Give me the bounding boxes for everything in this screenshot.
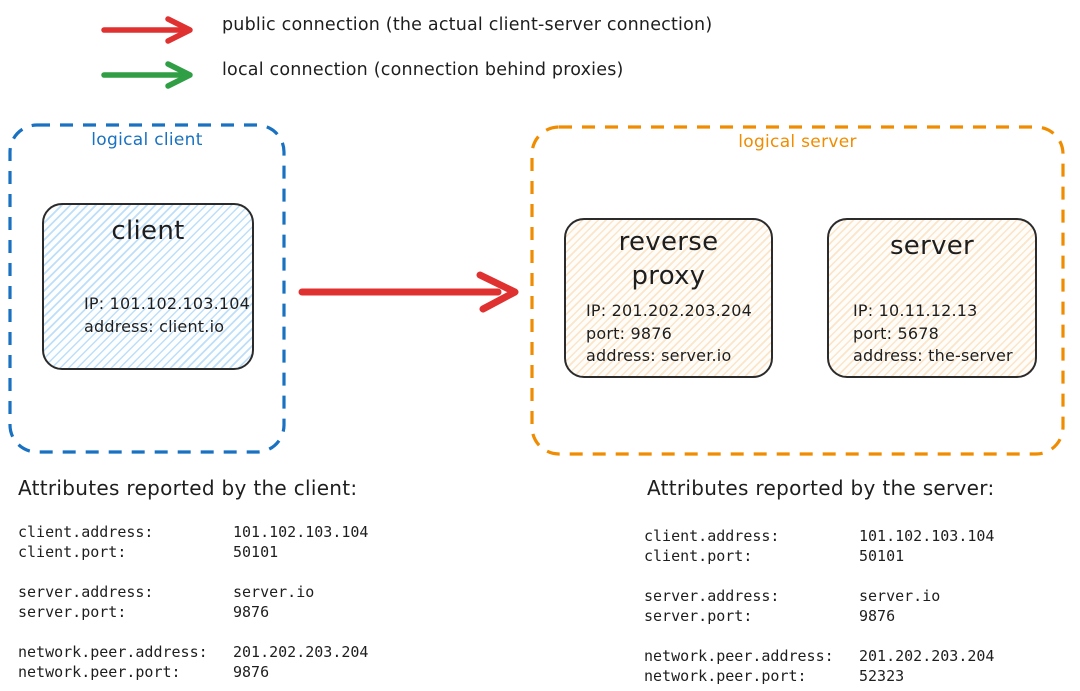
attribute-value: 52323 xyxy=(859,666,905,685)
legend-label-local-connection: local connection (connection behind prox… xyxy=(222,60,624,80)
server-attributes-title: Attributes reported by the server: xyxy=(647,476,995,500)
node-detail-line: address: server.io xyxy=(586,346,732,365)
node-detail-line: address: the-server xyxy=(853,346,1013,365)
attribute-value: 201.202.203.204 xyxy=(859,647,995,665)
attribute-group: server.address: server.io server.port: 9… xyxy=(18,583,368,622)
attribute-key: network.peer.port: xyxy=(644,666,807,685)
attribute-row: network.peer.address: 201.202.203.204 xyxy=(644,647,994,667)
attribute-row: client.port: 50101 xyxy=(18,543,368,563)
attribute-key: server.port: xyxy=(644,606,753,625)
attribute-value: 9876 xyxy=(233,602,270,621)
attribute-key: client.address: xyxy=(644,527,780,545)
attribute-group: server.address: server.io server.port: 9… xyxy=(644,587,994,626)
attribute-value: 201.202.203.204 xyxy=(233,643,369,661)
attribute-value: 9876 xyxy=(233,662,270,681)
node-detail-line: IP: 101.102.103.104 xyxy=(84,294,251,313)
attribute-value: server.io xyxy=(859,587,941,605)
client-node-details: IP: 101.102.103.104 address: client.io xyxy=(84,293,250,338)
node-detail-line: port: 9876 xyxy=(586,323,672,343)
reverse-proxy-node-title: reverse proxy xyxy=(618,227,719,291)
node-detail-line: IP: 201.202.203.204 xyxy=(586,301,753,320)
attribute-value: 50101 xyxy=(859,546,905,565)
node-detail-line: address: client.io xyxy=(84,316,225,336)
attribute-key: client.address: xyxy=(18,523,154,541)
client-node: client IP: 101.102.103.104 address: clie… xyxy=(42,203,254,370)
attribute-value: 101.102.103.104 xyxy=(233,523,369,541)
client-to-server-arrow xyxy=(298,271,519,313)
attribute-row: server.address: server.io xyxy=(18,583,368,603)
server-node-details: IP: 10.11.12.13 port: 5678 address: the-… xyxy=(853,300,1013,368)
attribute-row: network.peer.port: 52323 xyxy=(644,667,994,687)
client-node-title: client xyxy=(111,216,185,246)
reverse-proxy-node-details: IP: 201.202.203.204 port: 9876 address: … xyxy=(586,300,752,368)
attribute-key: client.port: xyxy=(644,546,753,565)
attribute-key: server.port: xyxy=(18,602,127,621)
attribute-group: client.address: 101.102.103.104 client.p… xyxy=(644,527,994,566)
logical-server-border xyxy=(530,125,1065,456)
legend-label-public-connection: public connection (the actual client-ser… xyxy=(222,15,713,35)
logical-client-group: logical client client IP: 101.102.103.10… xyxy=(8,123,286,454)
attribute-row: client.address: 101.102.103.104 xyxy=(18,523,368,543)
attribute-row: network.peer.address: 201.202.203.204 xyxy=(18,643,368,663)
attribute-row: server.address: server.io xyxy=(644,587,994,607)
client-attributes-title: Attributes reported by the client: xyxy=(18,476,358,500)
attribute-value: server.io xyxy=(233,583,315,601)
logical-server-label: logical server xyxy=(738,132,857,152)
server-node: server IP: 10.11.12.13 port: 5678 addres… xyxy=(827,218,1037,378)
logical-client-label: logical client xyxy=(91,130,203,150)
attribute-value: 101.102.103.104 xyxy=(859,527,995,545)
attribute-group: network.peer.address: 201.202.203.204 ne… xyxy=(644,647,994,686)
attribute-key: server.address: xyxy=(644,587,780,605)
attribute-key: client.port: xyxy=(18,542,127,561)
reverse-proxy-node: reverse proxy IP: 201.202.203.204 port: … xyxy=(564,218,773,378)
node-detail-line: IP: 10.11.12.13 xyxy=(853,301,978,320)
logical-client-border xyxy=(8,123,286,454)
attribute-row: server.port: 9876 xyxy=(644,607,994,627)
attribute-group: network.peer.address: 201.202.203.204 ne… xyxy=(18,643,368,682)
attribute-value: 50101 xyxy=(233,542,279,561)
local-connection-arrow-icon xyxy=(101,61,193,89)
attribute-row: server.port: 9876 xyxy=(18,603,368,623)
logical-server-group: logical server reverse proxy IP: 201.202… xyxy=(530,125,1065,456)
attribute-row: network.peer.port: 9876 xyxy=(18,663,368,683)
attribute-group: client.address: 101.102.103.104 client.p… xyxy=(18,523,368,562)
attribute-row: client.address: 101.102.103.104 xyxy=(644,527,994,547)
attribute-key: network.peer.address: xyxy=(18,643,208,661)
server-node-title: server xyxy=(889,231,975,261)
attribute-key: network.peer.address: xyxy=(644,647,834,665)
attribute-row: client.port: 50101 xyxy=(644,547,994,567)
attribute-key: server.address: xyxy=(18,583,154,601)
node-detail-line: port: 5678 xyxy=(853,323,939,343)
attribute-value: 9876 xyxy=(859,606,896,625)
public-connection-arrow-icon xyxy=(101,16,193,44)
client-attributes-table: client.address: 101.102.103.104 client.p… xyxy=(18,523,368,691)
server-attributes-table: client.address: 101.102.103.104 client.p… xyxy=(644,527,994,691)
attribute-key: network.peer.port: xyxy=(18,662,181,681)
